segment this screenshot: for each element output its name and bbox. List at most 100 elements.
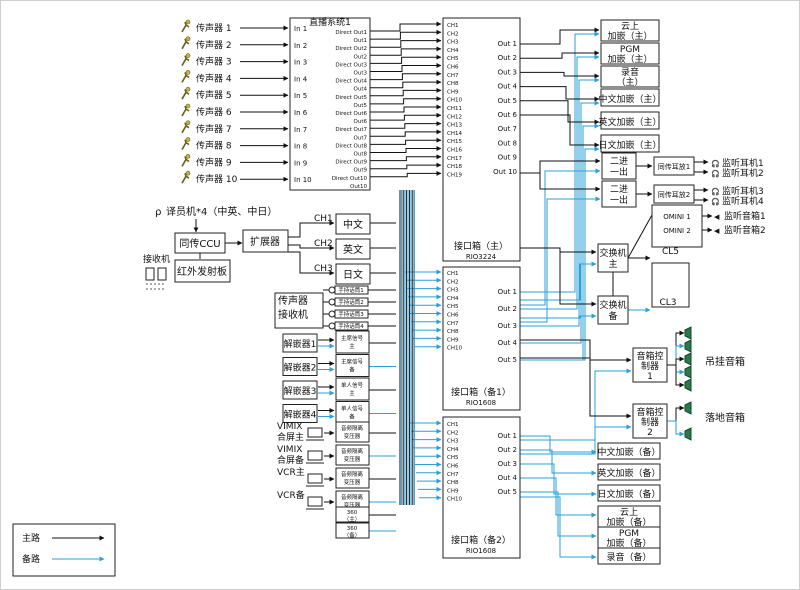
backup-destination-label: 日文加嵌（备） — [597, 488, 660, 500]
headphone-label: 监听耳机4 — [722, 195, 764, 207]
rio-backup1-input-label: CH1 — [447, 271, 458, 277]
live-system-output-label: Direct Out8 — [335, 143, 367, 149]
switcher-label: 交换机 — [599, 247, 626, 259]
backup-destination-label: 加嵌（备） — [606, 516, 651, 528]
decoder-block — [282, 404, 318, 423]
speaker-icon — [684, 326, 692, 340]
rio-backup2-output-label: Out 1 — [498, 432, 517, 440]
rio-to-speaker-ctrl-line — [520, 339, 632, 363]
decoder-source-label: 主 — [349, 389, 355, 397]
rio-main-output-label: Out 9 — [498, 154, 517, 162]
switcher-block — [597, 295, 629, 325]
connection-lines — [193, 21, 713, 560]
rio-main-input-label: CH12 — [447, 114, 462, 120]
headphone-icon: 🎧 — [711, 187, 720, 196]
cl3-label: CL3 — [659, 298, 676, 308]
backup-destination-label: 中文加嵌（备） — [597, 446, 660, 458]
live-system-output-label: Out9 — [354, 168, 368, 174]
microphone-label: 传声器 8 — [196, 140, 232, 152]
rio-backup1-input-label: CH2 — [447, 279, 458, 285]
language-label: 日文 — [343, 268, 363, 281]
rio-backup1-output-label: Out 5 — [498, 356, 517, 364]
rio-backup2-to-dest-line — [520, 463, 597, 497]
live-to-rio-main-line — [370, 162, 442, 170]
rio-backup1-block — [442, 266, 521, 411]
main-destination-block — [600, 134, 660, 153]
rio-main-title: 接口箱（主） — [454, 240, 508, 252]
rio-main-input-label: CH14 — [447, 131, 462, 137]
splitter-block — [601, 152, 637, 180]
rio-main-input-label: CH18 — [447, 164, 462, 170]
rio-to-speaker-ctrl-line — [520, 357, 632, 419]
legend: 主路 备路 — [12, 523, 116, 577]
main-destination-label: PGM — [620, 45, 640, 55]
backup-destination-label: 云上 — [620, 507, 638, 518]
omini-block — [651, 204, 703, 248]
rio-backup-to-splitter-line — [520, 196, 601, 323]
microphone-head-icon — [185, 86, 191, 92]
headphone-label: 监听耳机3 — [722, 185, 764, 197]
rio-backup1-output-label: Out 1 — [498, 288, 517, 296]
switcher-to-omini-line — [627, 214, 653, 259]
cl5-label: CL5 — [662, 247, 679, 257]
rio-backup1-input-label: CH6 — [447, 313, 459, 319]
live-system-output-label: Out7 — [354, 135, 368, 141]
rio-backup-to-switcher-line — [520, 313, 597, 319]
backup-destination-label: 英文加嵌（备） — [597, 467, 660, 479]
rio-backup2-input-label: CH7 — [447, 472, 459, 478]
rio-main-output-label: Out 10 — [493, 168, 517, 176]
extender-to-language-line — [288, 244, 335, 251]
live-system-input-label: In 8 — [294, 143, 307, 151]
channel-label: CH2 — [314, 239, 333, 249]
live-system-input-label: In 1 — [294, 25, 307, 33]
rio-backup-to-dest-line — [520, 146, 600, 361]
rio-backup2-title: 接口箱（备2） — [451, 534, 511, 546]
rio-main-input-label: CH2 — [447, 31, 458, 37]
microphone-head-icon — [185, 19, 191, 25]
handheld-label: 手持话筒2 — [338, 298, 364, 306]
rio-backup-to-dest-line — [520, 54, 600, 310]
speaker-controller-label: 音箱控 — [636, 350, 663, 362]
microphone-icon — [181, 156, 190, 167]
live-system-input-label: In 6 — [294, 109, 308, 117]
rio-backup2-output-label: Out 5 — [498, 488, 517, 496]
rio-main-input-label: CH8 — [447, 81, 459, 87]
rio-main-input-label: CH3 — [447, 40, 459, 46]
legend-backup-label: 备路 — [22, 553, 40, 565]
main-destination-block — [600, 65, 660, 88]
decoder-source-label: 单人信号 — [341, 381, 364, 389]
headphone-label: 监听耳机1 — [722, 157, 764, 169]
converter-block — [335, 444, 370, 466]
microphone-label: 传声器 9 — [196, 156, 232, 168]
speaker-controller-label: 2 — [647, 428, 653, 438]
main-destination-block — [600, 88, 660, 107]
rio-backup-to-dest-line — [520, 100, 600, 344]
rio-backup2-input-label: CH2 — [447, 430, 458, 436]
ccu-label: 同传CCU — [179, 238, 220, 250]
live-system-output-label: Direct Out5 — [335, 95, 367, 101]
degree360-block — [335, 522, 370, 539]
converter-label: 音频隔离 — [341, 424, 364, 432]
decoder-label: 解嵌器4 — [284, 409, 317, 421]
handheld-mic-icon — [328, 298, 336, 306]
microphone-icon — [181, 38, 190, 50]
rio-main-to-dest-line — [520, 114, 600, 148]
handheld-label-block — [334, 321, 369, 331]
rio-backup1-input-label: CH5 — [447, 304, 459, 310]
extender-block — [242, 229, 289, 253]
rio-main-output-label: Out 8 — [498, 139, 517, 147]
live-to-rio-main-line — [370, 154, 442, 162]
splitter-label: 二进 — [610, 184, 628, 195]
rio-backup-to-splitter-line — [520, 168, 601, 306]
speaker-group-label: 落地音箱 — [705, 411, 745, 424]
wireless-label-2: 接收机 — [278, 308, 308, 321]
handheld-mic-icon — [328, 322, 336, 330]
live-system-output-label: Out8 — [354, 152, 368, 158]
channel-label: CH1 — [314, 214, 333, 224]
rio-backup2-input-label: CH3 — [447, 439, 459, 445]
headphone-label: 监听耳机2 — [722, 167, 764, 179]
decoder-block — [282, 380, 318, 400]
microphone-label: 传声器 3 — [196, 56, 232, 68]
language-label: 中文 — [343, 218, 363, 231]
converter-label: 音频隔离 — [341, 493, 364, 501]
